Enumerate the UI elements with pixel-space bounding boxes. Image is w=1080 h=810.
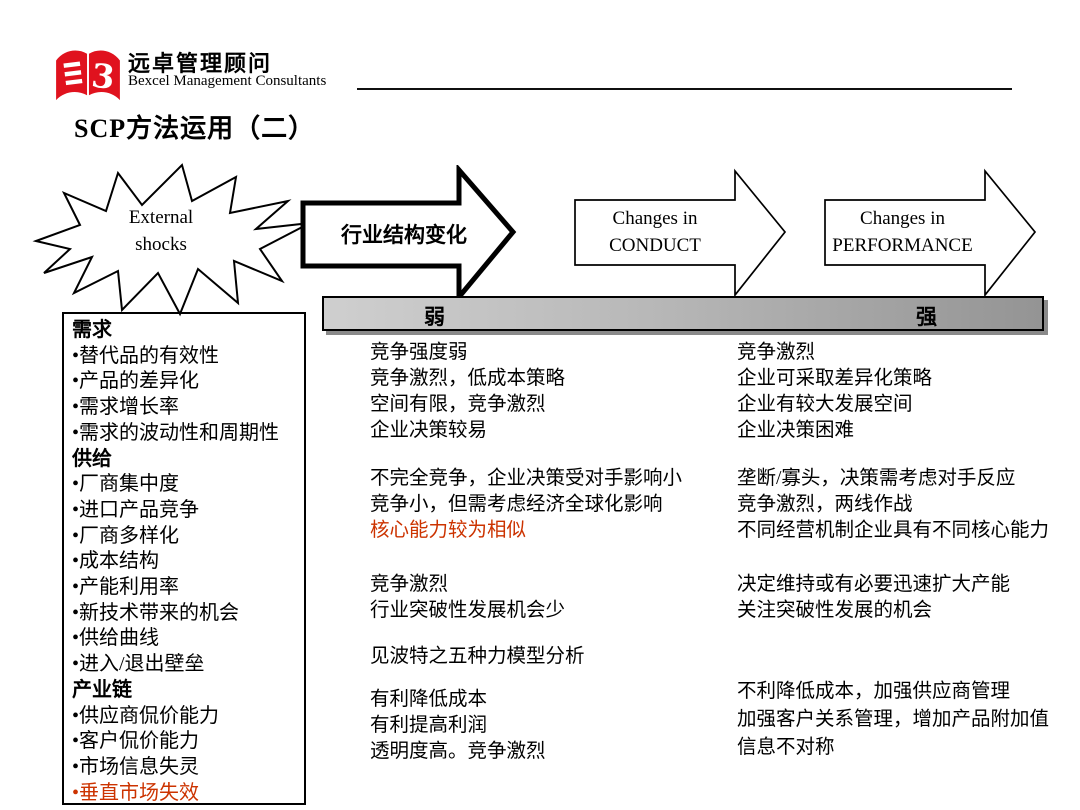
assessment-line: 见波特之五种力模型分析 (370, 646, 585, 667)
strong-assessment-column: 竞争激烈企业可采取差异化策略企业有较大发展空间企业决策困难垄断/寡头，决策需考虑… (737, 340, 1080, 762)
assessment-block: 竞争激烈企业可采取差异化策略企业有较大发展空间企业决策困难 (737, 340, 1080, 444)
factor-item: •新技术带来的机会 (72, 601, 240, 624)
svg-text:3: 3 (90, 56, 117, 97)
factor-item: •供应商侃价能力 (72, 704, 220, 727)
assessment-line: 竞争激烈 (737, 342, 816, 363)
assessment-line: 竞争强度弱 (370, 342, 468, 363)
performance-line1: Changes in (860, 208, 945, 229)
weak-strong-scale-bar: 弱 强 (322, 296, 1044, 331)
assessment-block: 见波特之五种力模型分析 (370, 644, 726, 670)
assessment-line: 有利降低成本 (370, 689, 488, 710)
conduct-line1: Changes in (612, 208, 698, 229)
performance-arrow-label: Changes in PERFORMANCE (825, 205, 980, 259)
assessment-line: 有利提高利润 (370, 715, 488, 736)
external-shocks-line1: External (128, 207, 194, 228)
header-divider (357, 88, 1012, 90)
conduct-arrow-shape (574, 168, 787, 298)
assessment-line: 企业可采取差异化策略 (737, 368, 933, 389)
assessment-line: 不同经营机制企业具有不同核心能力 (737, 520, 1050, 541)
external-shocks-label: External shocks (95, 204, 227, 258)
structure-arrow-shape (300, 165, 517, 301)
assessment-line: 不利降低成本，加强供应商管理 (737, 681, 1011, 702)
factor-item: •成本结构 (72, 550, 160, 573)
assessment-line: 不完全竞争，企业决策受对手影响小 (370, 468, 683, 489)
factor-section-header: 需求 (72, 319, 112, 341)
factor-item: •产能利用率 (72, 576, 180, 599)
weak-assessment-column: 竞争强度弱竞争激烈，低成本策略空间有限，竞争激烈企业决策较易不完全竞争，企业决策… (370, 340, 726, 765)
assessment-line: 信息不对称 (737, 737, 835, 758)
assessment-block: 不完全竞争，企业决策受对手影响小竞争小，但需考虑经济全球化影响核心能力较为相似 (370, 466, 726, 544)
factor-item: •厂商多样化 (72, 524, 180, 547)
assessment-block: 有利降低成本有利提高利润透明度高。竞争激烈 (370, 687, 726, 765)
company-logo-icon: 3 (56, 50, 120, 101)
structure-factors-panel: 需求 •替代品的有效性 •产品的差异化 •需求增长率•需求的波动性和周期性供给 •厂商集… (62, 312, 306, 805)
assessment-block: 竞争激烈行业突破性发展机会少 (370, 572, 726, 624)
external-shocks-line2: shocks (135, 234, 187, 255)
assessment-line: 加强客户关系管理，增加产品附加值 (737, 709, 1050, 730)
assessment-line: 企业有较大发展空间 (737, 394, 913, 415)
assessment-block: 不利降低成本，加强供应商管理加强客户关系管理，增加产品附加值信息不对称 (737, 678, 1080, 762)
scale-weak-label: 弱 (424, 305, 445, 329)
assessment-line: 企业决策困难 (737, 420, 855, 441)
assessment-line: 透明度高。竞争激烈 (370, 741, 546, 762)
page-title: SCP方法运用（二） (74, 114, 316, 143)
factor-section-header: 产业链 (72, 678, 132, 701)
conduct-arrow-label: Changes in CONDUCT (580, 205, 730, 259)
brand-name-en: Bexcel Management Consultants (128, 73, 327, 89)
factor-item: •客户侃价能力 (72, 730, 200, 753)
assessment-line: 竞争激烈，低成本策略 (370, 368, 566, 389)
logo-bars-icon (63, 61, 83, 86)
assessment-block: 垄断/寡头，决策需考虑对手反应竞争激烈，两线作战不同经营机制企业具有不同核心能力 (737, 466, 1080, 544)
conduct-line2: CONDUCT (609, 235, 701, 256)
assessment-line: 行业突破性发展机会少 (370, 600, 566, 621)
assessment-block: 决定维持或有必要迅速扩大产能关注突破性发展的机会 (737, 572, 1080, 624)
factor-item: •产品的差异化 (72, 370, 200, 393)
assessment-line: 决定维持或有必要迅速扩大产能 (737, 574, 1011, 595)
factor-item: •厂商集中度 (72, 473, 180, 496)
brand-name-cn: 远卓管理顾问 (128, 51, 273, 76)
assessment-line: 垄断/寡头，决策需考虑对手反应 (737, 468, 1016, 489)
factor-item: •进口产品竞争 (72, 498, 200, 521)
factor-item: •市场信息失灵 (72, 755, 200, 778)
assessment-line: 竞争小，但需考虑经济全球化影响 (370, 494, 663, 515)
performance-line2: PERFORMANCE (832, 235, 973, 256)
assessment-line: 竞争激烈 (370, 574, 449, 595)
performance-arrow-shape (824, 168, 1037, 298)
factor-section-header: 供给 (72, 447, 112, 470)
assessment-line: 竞争激烈，两线作战 (737, 494, 913, 515)
assessment-line: 企业决策较易 (370, 420, 488, 441)
factor-item: •需求增长率 (72, 396, 180, 419)
factor-item: •进入/退出壁垒 (72, 653, 205, 676)
assessment-line: 空间有限，竞争激烈 (370, 394, 546, 415)
starburst-shape (32, 163, 311, 317)
structure-arrow-label: 行业结构变化 (341, 223, 467, 247)
factor-item: •供给曲线 (72, 627, 160, 650)
scale-strong-label: 强 (916, 305, 937, 329)
factor-item: •需求的波动性和周期性 (72, 421, 280, 444)
assessment-block: 竞争强度弱竞争激烈，低成本策略空间有限，竞争激烈企业决策较易 (370, 340, 726, 444)
assessment-line: 关注突破性发展的机会 (737, 600, 933, 621)
factor-item: •垂直市场失效 (72, 781, 200, 804)
factor-item: •替代品的有效性 (72, 344, 220, 367)
assessment-line: 核心能力较为相似 (370, 520, 527, 541)
